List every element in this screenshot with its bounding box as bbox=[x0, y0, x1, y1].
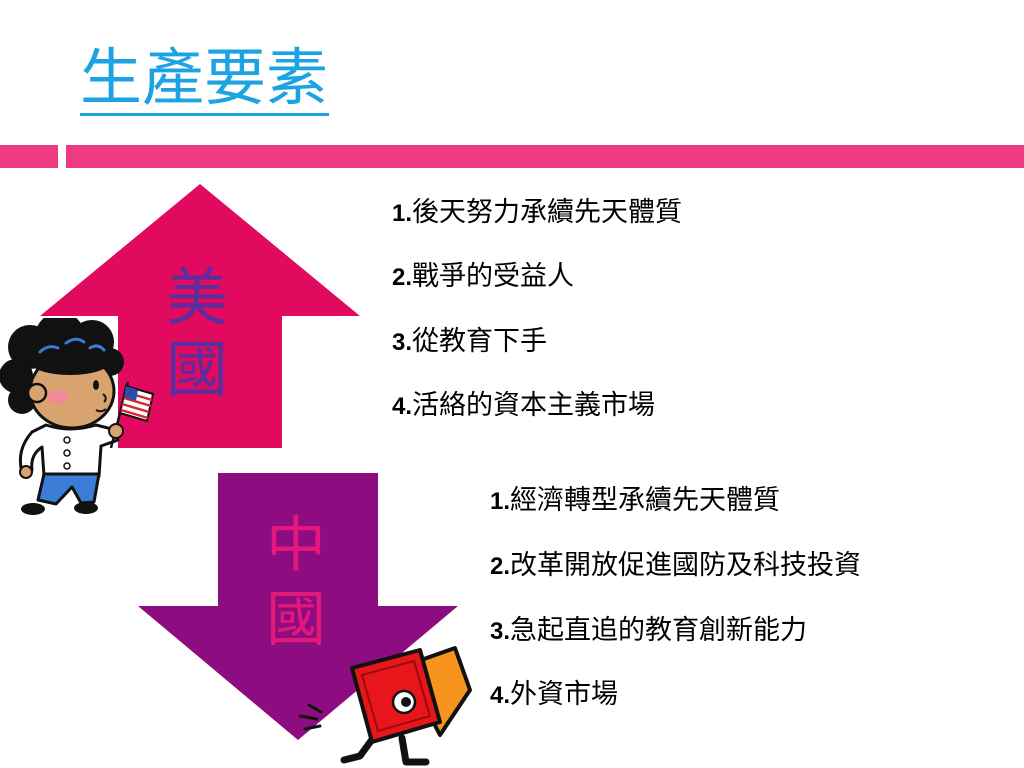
usa-point-3-text: 從教育下手 bbox=[412, 326, 548, 356]
china-point-2: 2.改革開放促進國防及科技投資 bbox=[490, 550, 861, 580]
slide-title: 生產要素 bbox=[80, 44, 329, 113]
title-underline bbox=[80, 113, 329, 116]
usa-point-3-num: 3. bbox=[392, 329, 413, 356]
china-label-char-2: 國 bbox=[266, 586, 326, 653]
usa-point-4-num: 4. bbox=[392, 393, 413, 420]
china-label-char-1: 中 bbox=[266, 512, 326, 579]
china-point-1-text: 經濟轉型承續先天體質 bbox=[510, 485, 781, 515]
china-point-3: 3.急起直追的教育創新能力 bbox=[490, 615, 807, 645]
megaphone-character-icon bbox=[298, 646, 472, 766]
usa-point-1-text: 後天努力承續先天體質 bbox=[412, 197, 683, 227]
usa-point-3: 3.從教育下手 bbox=[392, 326, 547, 356]
china-point-2-text: 改革開放促進國防及科技投資 bbox=[510, 550, 862, 580]
usa-point-4: 4.活絡的資本主義市場 bbox=[392, 390, 655, 420]
usa-point-1: 1.後天努力承續先天體質 bbox=[392, 197, 682, 227]
usa-point-1-num: 1. bbox=[392, 200, 413, 227]
china-point-2-num: 2. bbox=[490, 553, 511, 580]
usa-up-arrow bbox=[40, 184, 360, 448]
usa-point-2-num: 2. bbox=[392, 264, 413, 291]
usa-label-char-1: 美 bbox=[165, 264, 228, 333]
usa-point-2: 2.戰爭的受益人 bbox=[392, 261, 574, 291]
boy-with-us-flag-icon bbox=[0, 318, 155, 515]
china-point-4: 4.外資市場 bbox=[490, 679, 618, 709]
china-point-4-text: 外資市場 bbox=[510, 679, 619, 709]
china-point-4-num: 4. bbox=[490, 682, 511, 709]
accent-bar-short bbox=[0, 145, 58, 168]
accent-bar-long bbox=[66, 145, 1024, 168]
china-point-3-num: 3. bbox=[490, 618, 511, 645]
usa-label-char-2: 國 bbox=[165, 336, 228, 405]
china-down-arrow bbox=[138, 473, 458, 740]
china-point-1-num: 1. bbox=[490, 488, 511, 515]
china-point-3-text: 急起直追的教育創新能力 bbox=[510, 615, 808, 645]
usa-point-4-text: 活絡的資本主義市場 bbox=[412, 390, 656, 420]
china-point-1: 1.經濟轉型承續先天體質 bbox=[490, 485, 780, 515]
usa-point-2-text: 戰爭的受益人 bbox=[412, 261, 575, 291]
